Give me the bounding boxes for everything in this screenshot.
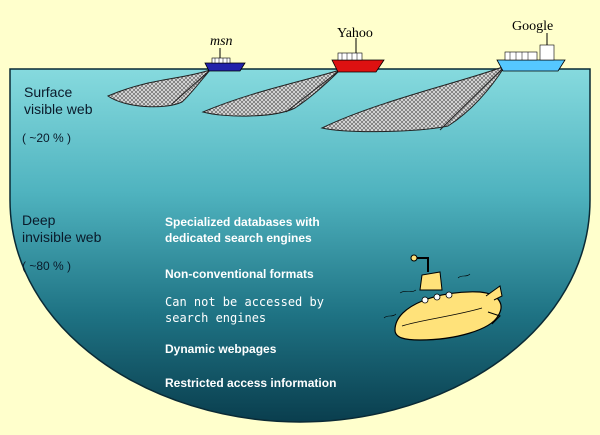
google-label: Google	[512, 19, 554, 34]
deep-title-line2: invisible web	[22, 229, 102, 245]
surface-share: ( ~20 % )	[22, 131, 72, 145]
yellow-submarine	[383, 254, 503, 341]
deep-item-not-accessible-line2: search engines	[165, 311, 267, 325]
deep-item-databases-line2: dedicated search engines	[165, 231, 312, 245]
yahoo-label: Yahoo	[337, 26, 373, 41]
deep-title-line1: Deep	[22, 212, 56, 228]
yahoo-boat	[331, 38, 385, 73]
msn-label: msn	[210, 34, 233, 49]
deep-item-not-accessible-line1: Can not be accessed by	[165, 295, 324, 309]
deep-item-restricted: Restricted access information	[165, 376, 337, 390]
net-google	[320, 64, 507, 133]
deep-share: ( ~80 % )	[22, 259, 72, 273]
trawl-nets	[106, 64, 507, 133]
google-boat	[496, 33, 566, 72]
deep-item-dynamic: Dynamic webpages	[165, 342, 277, 356]
deep-item-formats: Non-conventional formats	[165, 267, 314, 281]
deep-item-databases-line1: Specialized databases with	[165, 215, 320, 229]
ocean-water	[9, 68, 591, 423]
surface-title-line2: visible web	[24, 101, 93, 117]
msn-boat	[204, 48, 246, 72]
surface-title-line1: Surface	[24, 84, 73, 100]
net-yahoo	[201, 69, 341, 117]
net-msn	[106, 68, 212, 108]
